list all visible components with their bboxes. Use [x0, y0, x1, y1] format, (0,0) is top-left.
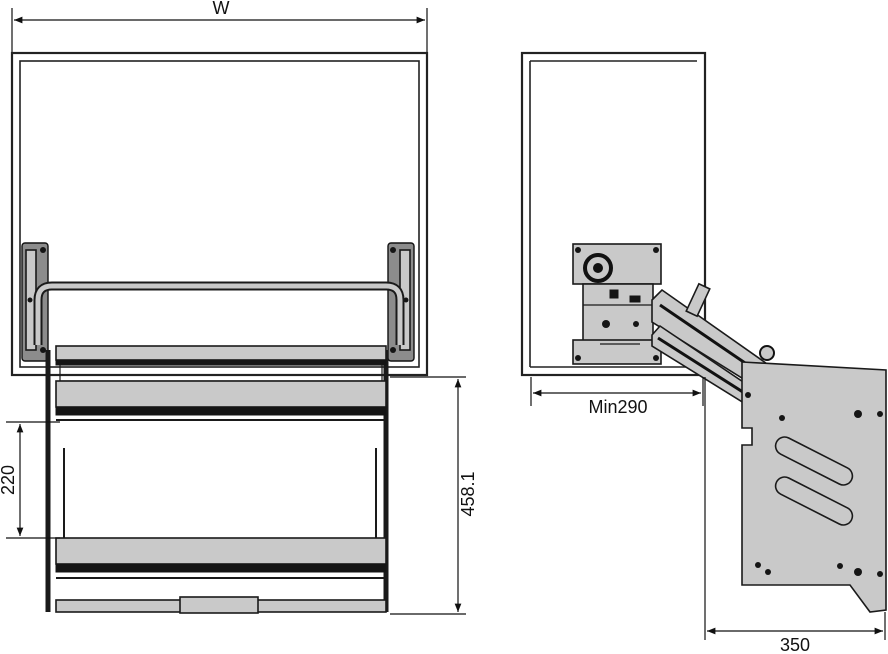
upper-shelf: [55, 345, 387, 421]
pull-handle: [33, 281, 405, 345]
shelf-gap-label: 220: [0, 465, 18, 495]
depth-dimension: Min290: [530, 377, 704, 417]
front-view: W: [0, 0, 478, 615]
height-label: 458.1: [458, 471, 478, 516]
height-dimension: 458.1: [390, 376, 478, 615]
width-dimension: W: [11, 0, 428, 52]
side-view: Min290 350: [520, 51, 887, 654]
lift-mechanism: [572, 243, 662, 365]
depth-label: Min290: [588, 397, 647, 417]
width-label: W: [213, 0, 230, 18]
projection-label: 350: [780, 635, 810, 654]
front-cabinet: [10, 51, 429, 377]
shelf-gap-dimension: 220: [0, 421, 60, 539]
projection-dimension: 350: [704, 377, 886, 654]
lower-shelf: [55, 537, 387, 614]
side-cabinet: [520, 51, 707, 377]
basket-side-plate: [741, 361, 887, 613]
